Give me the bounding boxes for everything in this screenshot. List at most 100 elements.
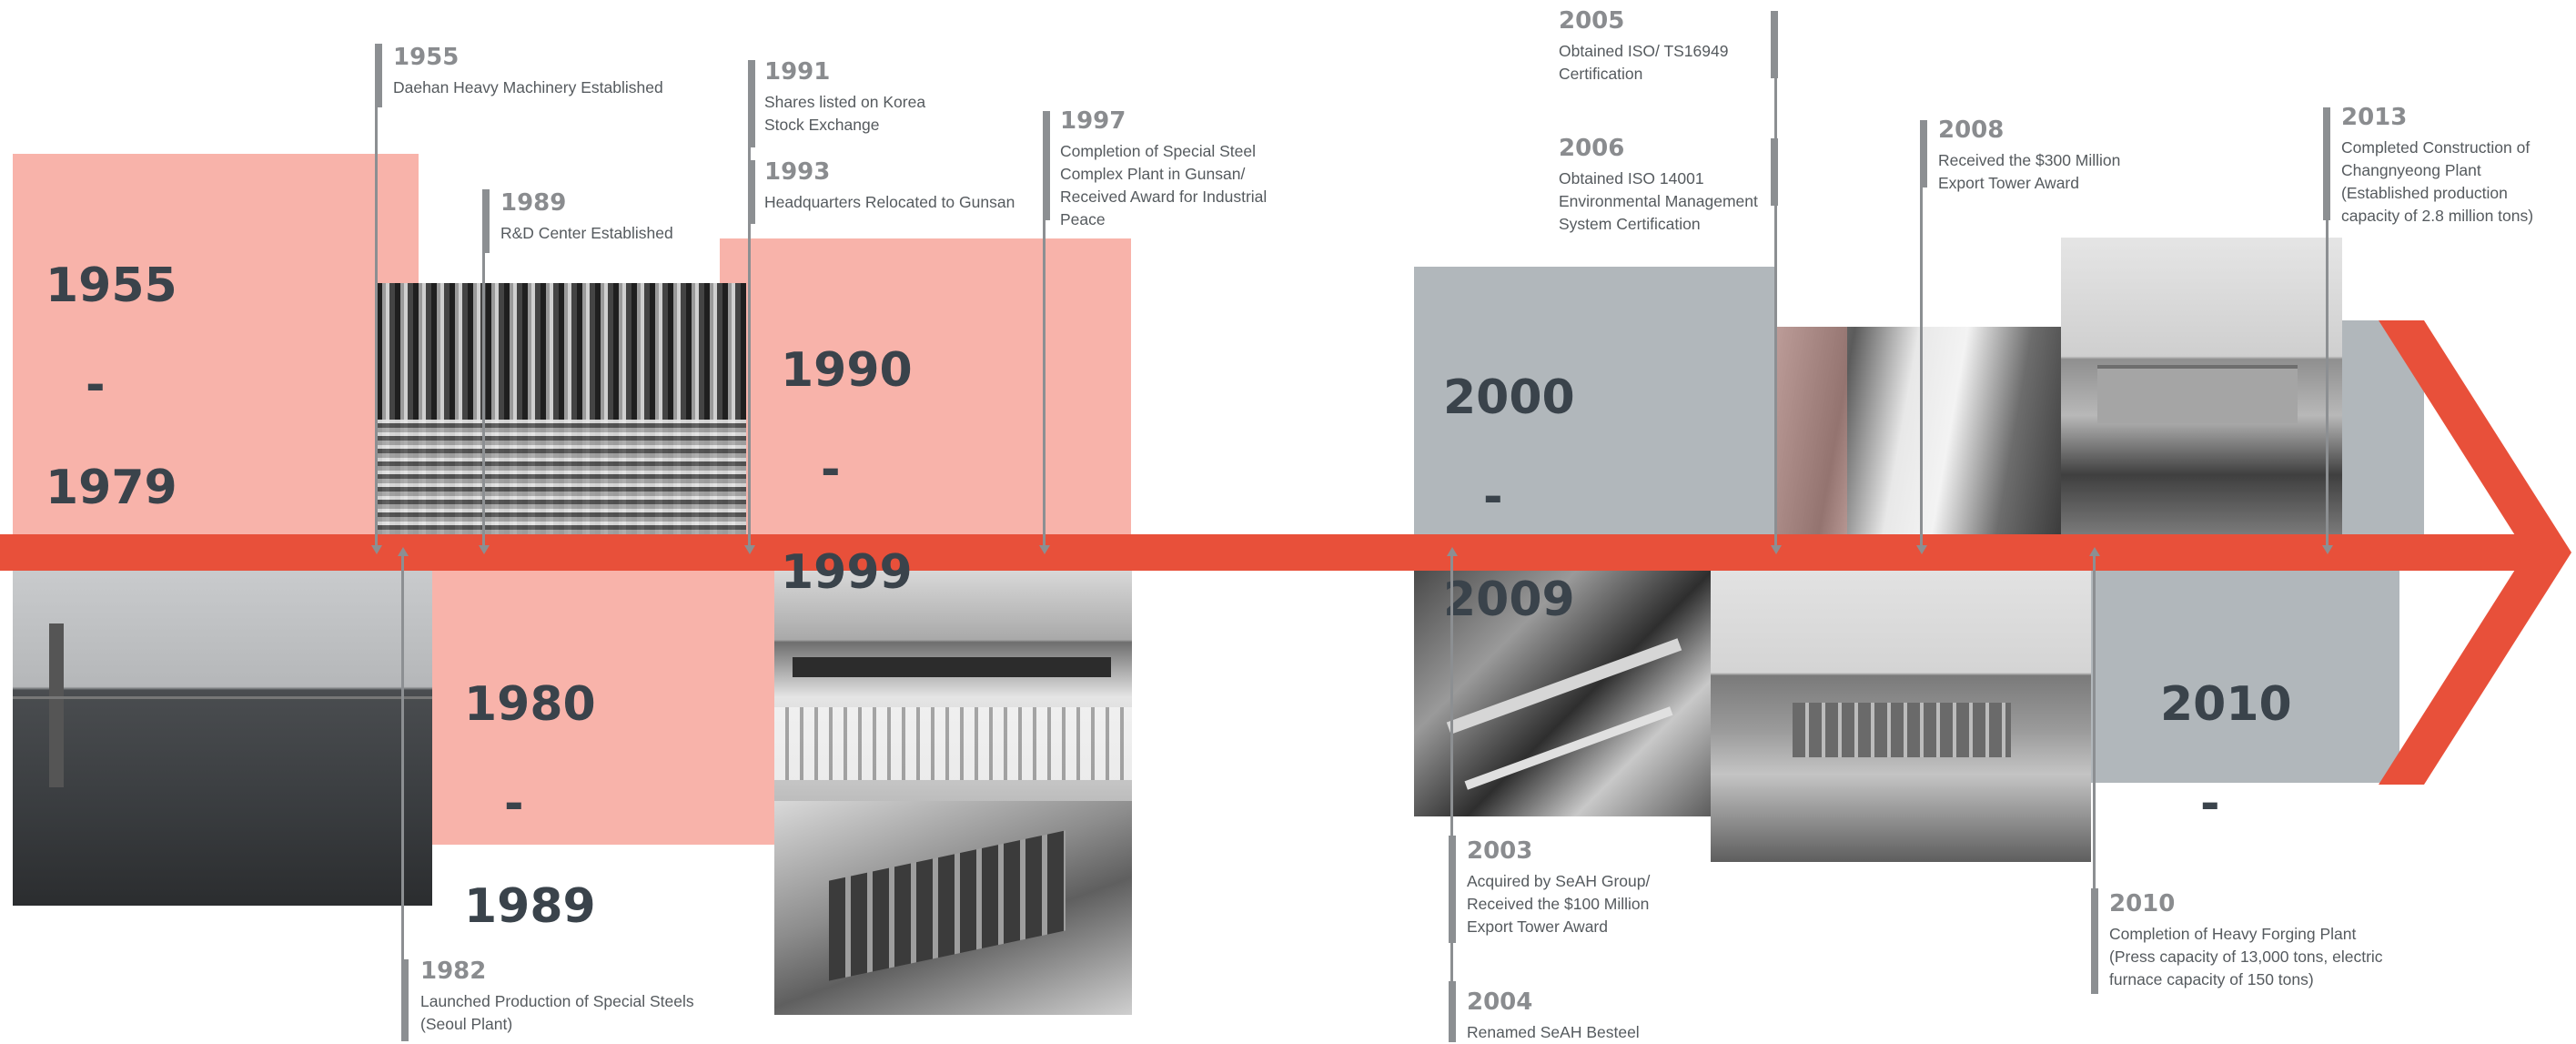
period-1955-label: 1955 - 1979: [45, 185, 177, 589]
event-1993-year: 1993: [764, 158, 831, 186]
event-2008: 2008 Received the $300 Million Export To…: [1938, 115, 2175, 195]
event-2003-line-1: Acquired by SeAH Group/: [1467, 872, 1651, 890]
event-2003-bar: [1449, 836, 1456, 943]
marker-2013-pointer: [2322, 545, 2333, 554]
marker-2005-line: [1774, 11, 1777, 545]
period-1955-block: [13, 154, 419, 534]
photo-rolling-machinery: [1414, 571, 1711, 816]
timeline-arrowhead: [2379, 320, 2571, 785]
event-1993-line-1: Headquarters Relocated to Gunsan: [764, 193, 1015, 211]
event-1993: 1993 Headquarters Relocated to Gunsan: [764, 157, 1056, 214]
period-1990-end: 1999: [781, 545, 913, 600]
photo-factory-hall: [13, 569, 432, 906]
event-2013-line-3: (Established production: [2341, 184, 2508, 202]
marker-2003-line: [1450, 556, 1453, 1042]
event-2008-bar: [1920, 120, 1927, 188]
marker-1982-line: [401, 556, 404, 1039]
event-2013-line-4: capacity of 2.8 million tons): [2341, 207, 2534, 225]
event-1991: 1991 Shares listed on Korea Stock Exchan…: [764, 56, 1037, 137]
event-1991-bar: [748, 60, 755, 147]
period-2010-label: 2010 -: [2160, 603, 2292, 873]
event-2013-bar: [2323, 107, 2330, 220]
event-2008-line-1: Received the $300 Million: [1938, 151, 2121, 169]
event-2003: 2003 Acquired by SeAH Group/ Received th…: [1467, 836, 1703, 938]
event-1997-line-3: Received Award for Industrial: [1060, 188, 1268, 206]
marker-2013-line: [2326, 107, 2329, 545]
event-2004-line-1: Renamed SeAH Besteel: [1467, 1023, 1640, 1041]
event-2013-text: Completed Construction of Changnyeong Pl…: [2341, 137, 2576, 228]
photo-plant-aerial: [774, 801, 1132, 1015]
event-2010-year: 2010: [2109, 890, 2176, 917]
event-2006-year: 2006: [1559, 135, 1625, 162]
event-2013: 2013 Completed Construction of Changnyeo…: [2341, 102, 2576, 228]
marker-1997-pointer: [1039, 545, 1050, 554]
period-2000-start: 2000: [1443, 370, 1575, 425]
event-1993-text: Headquarters Relocated to Gunsan: [764, 191, 1056, 214]
event-2008-line-2: Export Tower Award: [1938, 174, 2079, 192]
marker-2010-pointer: [2089, 547, 2100, 556]
period-2010-block: [2075, 557, 2399, 783]
event-1997-bar: [1043, 111, 1050, 220]
marker-1955-line: [375, 47, 378, 545]
event-1997-line-1: Completion of Special Steel: [1060, 142, 1256, 160]
period-1980-block: [382, 557, 783, 845]
event-1955: 1955 Daehan Heavy Machinery Established: [393, 42, 721, 99]
event-1997-line-2: Complex Plant in Gunsan/: [1060, 165, 1246, 183]
marker-2008-pointer: [1916, 545, 1927, 554]
event-2006-line-3: System Certification: [1559, 215, 1701, 233]
event-1982-line-2: (Seoul Plant): [420, 1015, 513, 1033]
photo-ceremony-crowd: [774, 571, 1132, 801]
event-1982-text: Launched Production of Special Steels (S…: [420, 990, 748, 1036]
event-1989: 1989 R&D Center Established: [500, 188, 773, 245]
event-2003-year: 2003: [1467, 837, 1533, 865]
event-2005-text: Obtained ISO/ TS16949 Certification: [1559, 40, 1763, 86]
event-1991-year: 1991: [764, 58, 831, 86]
event-2003-text: Acquired by SeAH Group/ Received the $10…: [1467, 870, 1703, 938]
event-2005-line-2: Certification: [1559, 65, 1643, 83]
event-1989-year: 1989: [500, 189, 567, 217]
marker-1989-line: [482, 191, 485, 545]
photo-steel-bars: [377, 283, 746, 534]
marker-1991-line: [748, 62, 751, 545]
period-1955-start: 1955: [45, 258, 177, 313]
marker-1989-pointer: [479, 545, 490, 554]
marker-2008-line: [1920, 120, 1923, 545]
event-2005-line-1: Obtained ISO/ TS16949: [1559, 42, 1729, 60]
event-1982-line-1: Launched Production of Special Steels: [420, 992, 694, 1010]
event-2005: 2005 Obtained ISO/ TS16949 Certification: [1559, 5, 1763, 86]
period-2000-block: [1414, 267, 1774, 534]
period-2000-end: 2009: [1443, 573, 1575, 627]
event-2013-line-2: Changnyeong Plant: [2341, 161, 2481, 179]
event-2006-line-1: Obtained ISO 14001: [1559, 169, 1704, 188]
period-2000-label: 2000 - 2009: [1443, 297, 1575, 701]
marker-2003-pointer: [1447, 547, 1458, 556]
event-1997-text: Completion of Special Steel Complex Plan…: [1060, 140, 1333, 231]
event-2004: 2004 Renamed SeAH Besteel: [1467, 987, 1703, 1044]
photo-seah-plant: [2061, 238, 2342, 534]
photo-steel-warehouse: [1774, 327, 2061, 534]
period-1955-end: 1979: [45, 461, 177, 515]
period-2010-start: 2010: [2160, 677, 2292, 732]
marker-1955-pointer: [371, 545, 382, 554]
event-1989-bar: [482, 189, 490, 253]
event-2013-line-1: Completed Construction of: [2341, 138, 2531, 157]
marker-1982-pointer: [398, 547, 409, 556]
period-1980-label: 1980 - 1989: [464, 603, 596, 1008]
period-1980-end: 1989: [464, 879, 596, 934]
event-2005-bar: [1771, 11, 1778, 78]
event-2004-text: Renamed SeAH Besteel: [1467, 1021, 1703, 1044]
event-1989-text: R&D Center Established: [500, 222, 773, 245]
period-1990-start: 1990: [781, 343, 913, 398]
period-1980-start: 1980: [464, 677, 596, 732]
photo-plant-roads: [1711, 571, 2091, 862]
event-1993-bar: [748, 160, 755, 224]
marker-2005-pointer: [1771, 545, 1782, 554]
marker-2010-line: [2093, 556, 2096, 993]
event-1955-bar: [375, 44, 382, 107]
marker-1997-line: [1043, 113, 1046, 545]
event-2004-year: 2004: [1467, 988, 1533, 1016]
event-2010-line-2: (Press capacity of 13,000 tons, electric: [2109, 948, 2383, 966]
event-2013-year: 2013: [2341, 104, 2408, 131]
event-1997-line-4: Peace: [1060, 210, 1106, 228]
event-2006: 2006 Obtained ISO 14001 Environmental Ma…: [1559, 133, 1777, 236]
